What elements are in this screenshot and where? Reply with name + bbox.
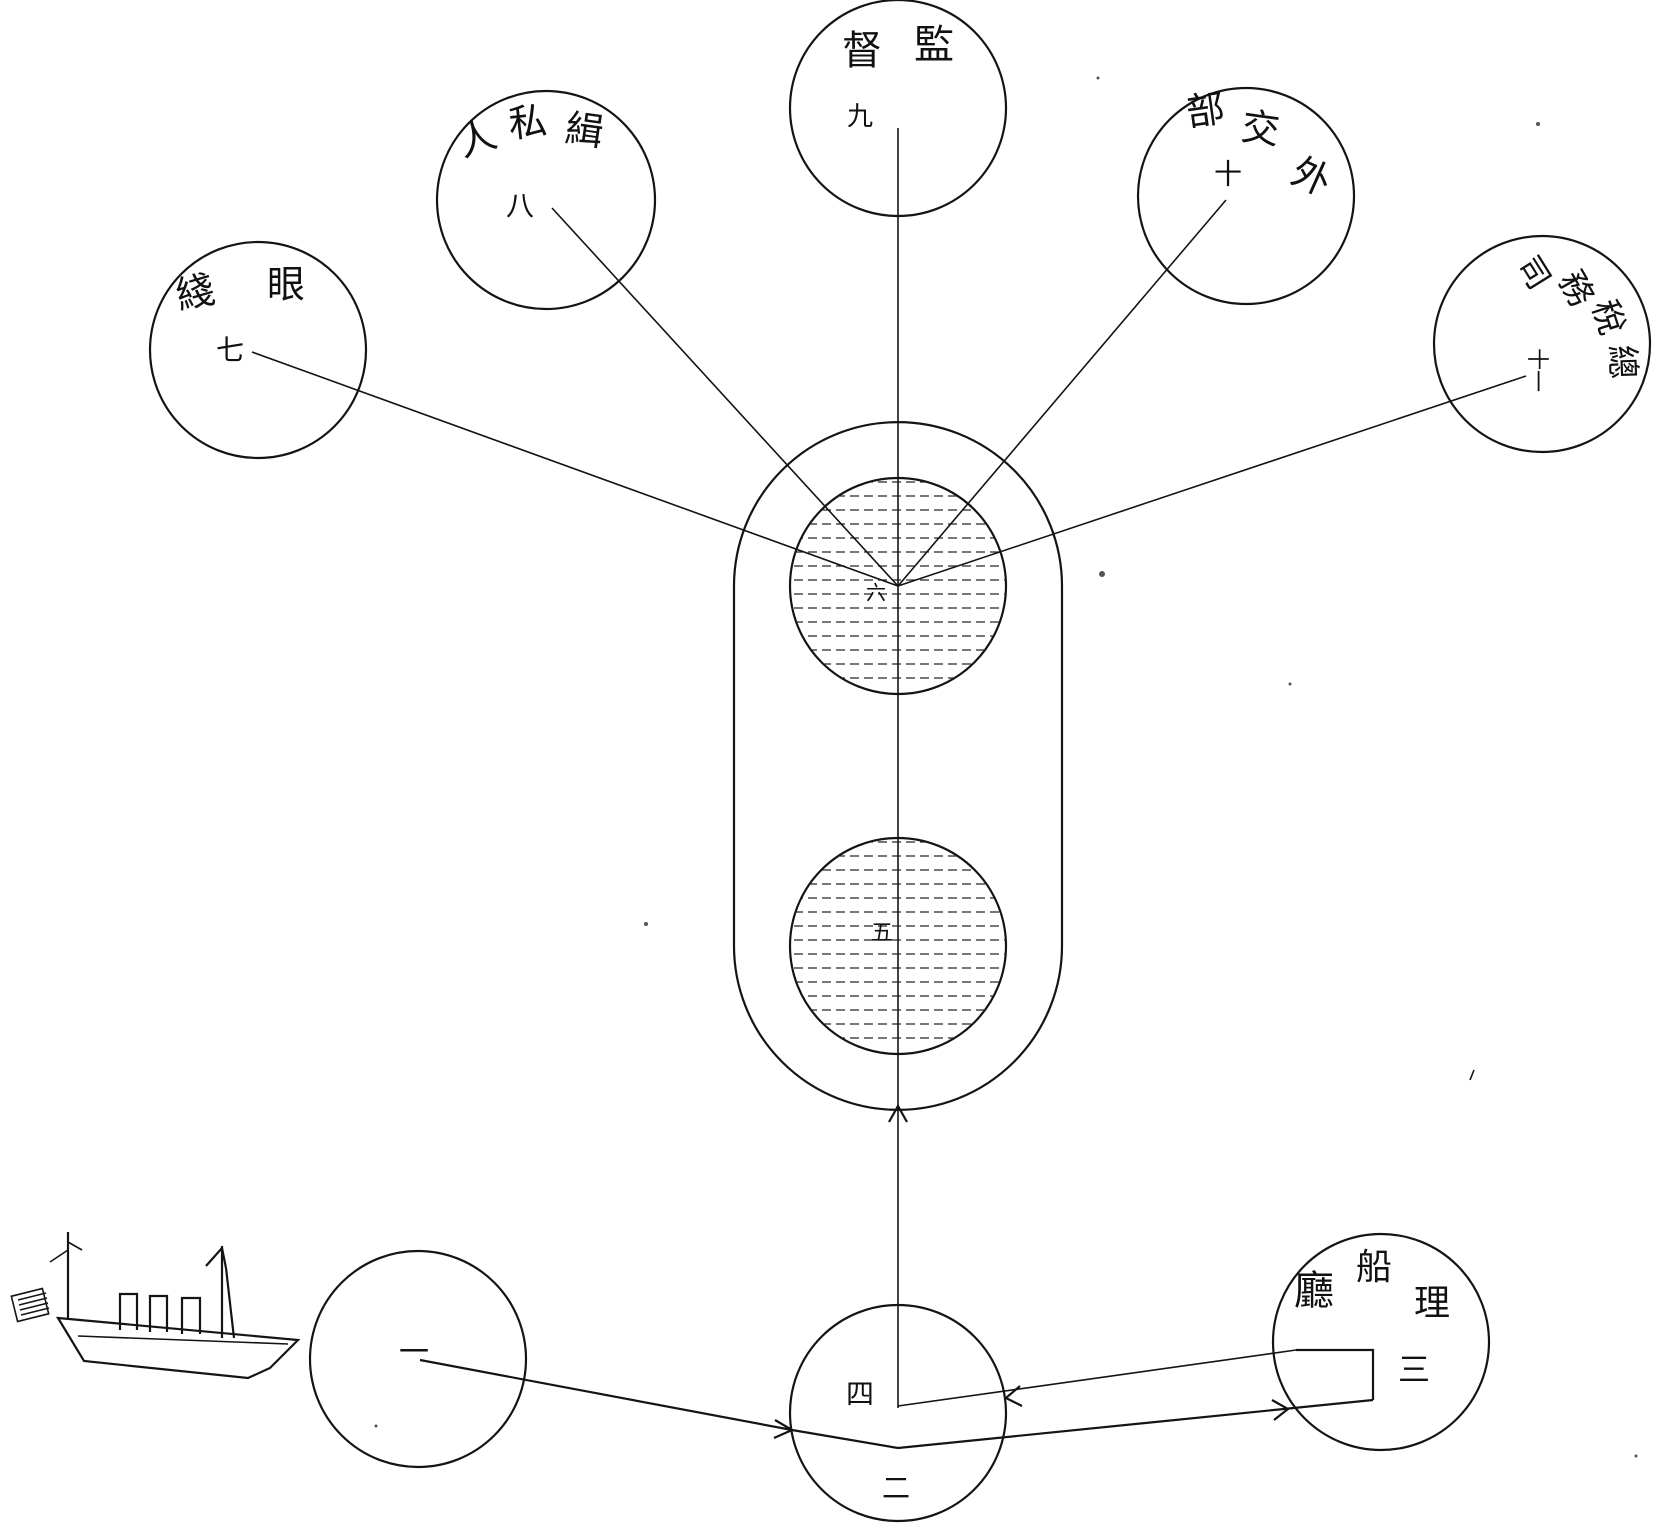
node-11-label-b: 稅 xyxy=(1584,295,1633,340)
node-8-label-a: 緝 xyxy=(563,106,607,155)
node-number-5: 五 xyxy=(871,921,893,946)
node-number-11: 十一 xyxy=(1524,348,1549,392)
node-number-8: 八 xyxy=(506,190,534,223)
flag-icon xyxy=(11,1289,49,1322)
node-number-2: 二 xyxy=(882,1472,910,1505)
hub-connectors xyxy=(252,128,1526,586)
node-10-label-b: 交 xyxy=(1239,104,1283,153)
node-number-3: 三 xyxy=(1398,1351,1430,1389)
node-number-10: 十 xyxy=(1214,158,1242,191)
node-11-label-a: 總 xyxy=(1601,344,1642,379)
node-number-1: 一 xyxy=(399,1335,429,1370)
node-8-label-c: 人 xyxy=(452,112,502,166)
node-8-label-b: 私 xyxy=(506,99,548,147)
node-number-4: 四 xyxy=(846,1378,874,1411)
paper-specks xyxy=(375,77,1638,1458)
node-10-label-a: 外 xyxy=(1285,149,1338,205)
node-10-label-c: 部 xyxy=(1184,86,1228,135)
node-11-label-d: 司 xyxy=(1510,249,1559,296)
ship-icon xyxy=(50,1232,298,1378)
node-3-label-c: 廳 xyxy=(1294,1268,1334,1314)
node-number-7: 七 xyxy=(216,334,244,367)
node-3-label-b: 理 xyxy=(1414,1283,1450,1324)
node-7-label-b: 綫 xyxy=(172,267,218,318)
node-number-6: 六 xyxy=(866,581,886,605)
flow-path xyxy=(420,1350,1373,1448)
node-3-label-a: 船 xyxy=(1356,1247,1392,1288)
node-7-label-a: 眼 xyxy=(267,263,305,307)
node-9-label-b: 督 xyxy=(842,28,882,74)
node-9-label-a: 監 xyxy=(914,22,954,68)
node-number-9: 九 xyxy=(847,102,873,132)
